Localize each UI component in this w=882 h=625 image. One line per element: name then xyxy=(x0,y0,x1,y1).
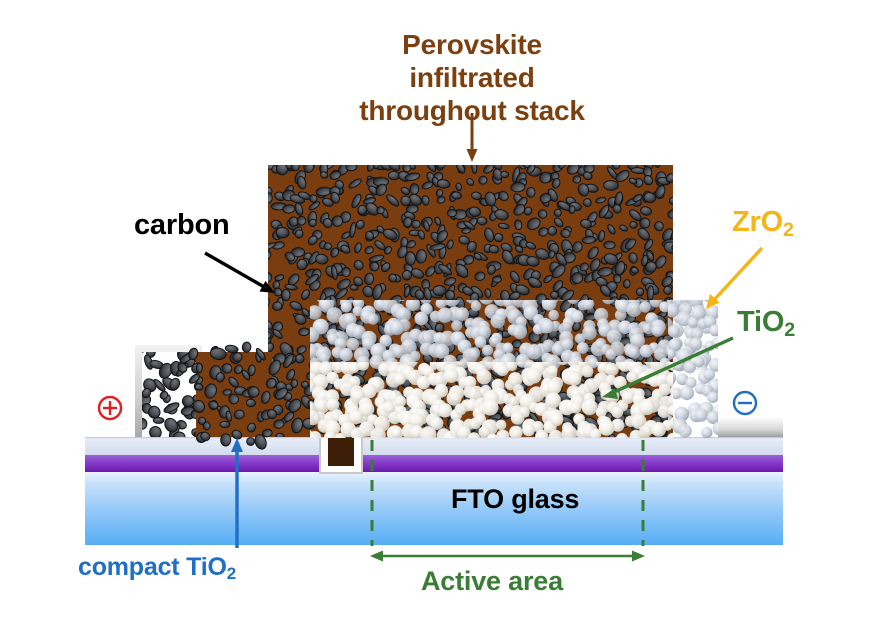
tio2-label-subscript: 2 xyxy=(784,319,795,342)
title-line-1: Perovskite infiltrated xyxy=(402,29,542,94)
fto-conductive-band xyxy=(85,455,783,472)
compact-tio2-arrow xyxy=(231,438,243,548)
zro2-right-edge xyxy=(668,300,718,438)
zro2-label: ZrO2 xyxy=(732,205,794,242)
tio2-layer xyxy=(310,362,673,438)
tio2-label-text: TiO xyxy=(737,306,785,338)
active-area-label: Active area xyxy=(421,566,563,596)
positive-terminal-icon xyxy=(97,395,123,421)
compact-tio2-label-subscript: 2 xyxy=(226,564,237,584)
zro2-label-subscript: 2 xyxy=(782,219,794,242)
active-area-guides xyxy=(370,440,645,562)
tio2-arrow xyxy=(602,336,734,399)
negative-terminal-icon xyxy=(732,390,758,416)
tio2-label: TiO2 xyxy=(737,305,795,342)
negative-contact-pad xyxy=(718,418,783,437)
zro2-arrow xyxy=(706,246,764,309)
compact-tio2-layer xyxy=(85,437,783,455)
fto-glass-substrate xyxy=(85,437,783,545)
zro2-label-text: ZrO xyxy=(732,206,783,238)
carbon-arrow xyxy=(204,251,275,293)
page-title: Perovskite infiltrated throughout stack xyxy=(352,28,592,127)
title-line-2: throughout stack xyxy=(359,95,585,127)
fto-glass-label: FTO glass xyxy=(451,484,580,514)
compact-tio2-label-text: compact TiO xyxy=(78,553,227,581)
compact-tio2-label: compact TiO2 xyxy=(78,553,236,583)
carbon-label: carbon xyxy=(134,209,230,241)
title-arrow xyxy=(466,113,478,162)
compact-layer-notch xyxy=(319,436,363,474)
carbon-bridge xyxy=(179,341,281,450)
